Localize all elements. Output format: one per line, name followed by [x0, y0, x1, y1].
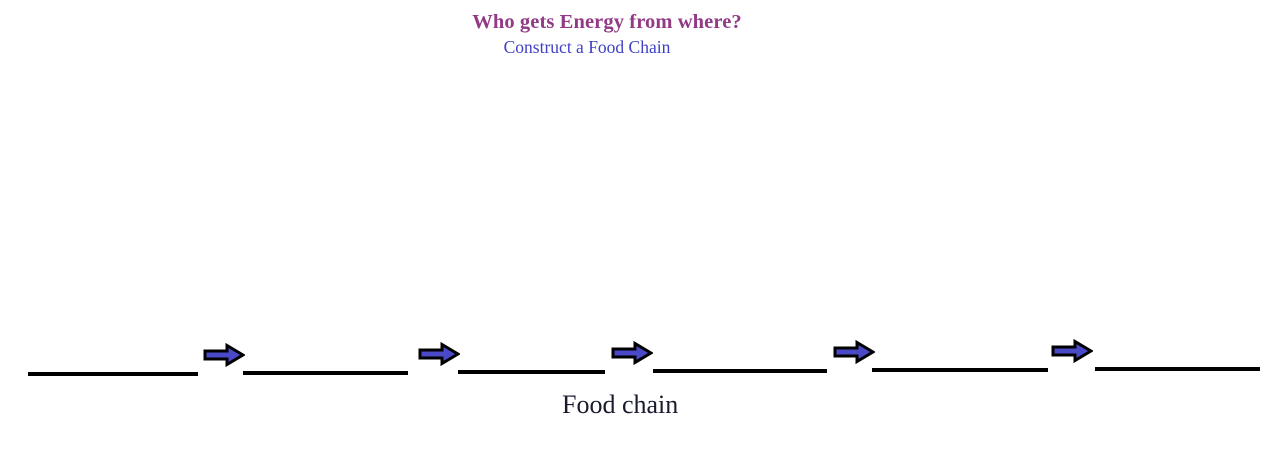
arrow-right-icon [1051, 339, 1093, 363]
page-subtitle: Construct a Food Chain [503, 37, 671, 57]
page-title: Who gets Energy from where? [472, 11, 742, 33]
food-chain-caption: Food chain [562, 390, 679, 419]
food-chain-blank-5[interactable] [872, 368, 1048, 372]
food-chain-blank-6[interactable] [1095, 367, 1260, 371]
food-chain-blank-1[interactable] [28, 372, 198, 376]
arrow-right-icon [418, 342, 460, 366]
arrow-right-icon [833, 340, 875, 364]
food-chain-blank-2[interactable] [243, 371, 408, 375]
worksheet-header: Who gets Energy from where? Construct a … [0, 10, 1283, 58]
food-chain-blank-4[interactable] [653, 369, 827, 373]
arrow-right-icon [203, 343, 245, 367]
food-chain-blank-3[interactable] [458, 370, 605, 374]
arrow-right-icon [611, 341, 653, 365]
